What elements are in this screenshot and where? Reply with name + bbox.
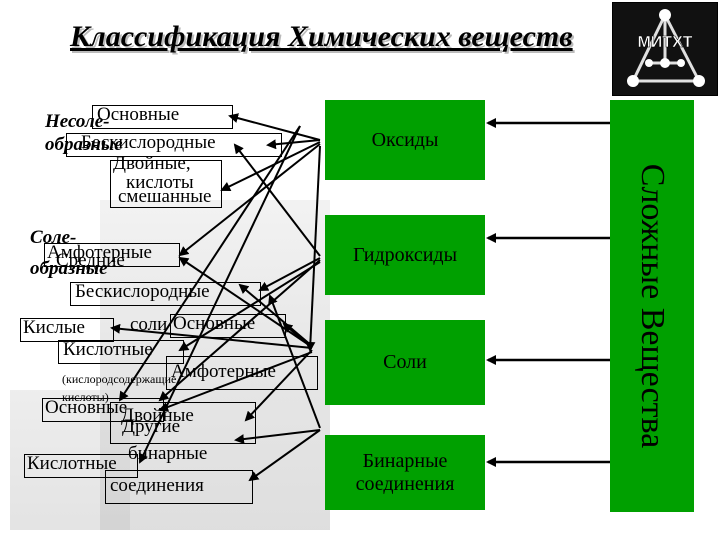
label-mixed: смешанные xyxy=(118,186,212,207)
box-oxygen-free: Бескислородные xyxy=(70,282,261,306)
label-nonsalt-1: Несоле- xyxy=(45,111,110,132)
side-panel xyxy=(610,100,694,512)
logo: МИТХТ xyxy=(612,2,718,96)
label-oxygen-containing: (кислородсодержащие xyxy=(62,372,177,386)
label-salt-1: Соле- xyxy=(30,227,77,248)
box-compounds: соединения xyxy=(105,470,253,504)
label-other: Другие xyxy=(122,416,181,437)
category-hydroxides: Гидроксиды xyxy=(325,215,485,295)
category-oxides: Оксиды xyxy=(325,100,485,180)
logo-emblem: МИТХТ xyxy=(627,9,705,87)
box-acidic-hydroxides: Кислотные xyxy=(58,340,184,364)
label-salt-2: образные xyxy=(30,258,108,279)
page-title: Классификация Химических веществ xyxy=(70,20,573,53)
box-oxygen-free-acids: Бескислородные xyxy=(66,133,282,157)
category-salts: Соли xyxy=(325,320,485,405)
label-double: Двойные, xyxy=(113,153,191,174)
box-double-salts: Двойные xyxy=(110,402,256,444)
label-acids: кислоты xyxy=(126,172,194,193)
label-acids-small: кислоты) xyxy=(62,390,109,404)
label-medium-salts: Средние xyxy=(56,250,125,271)
label-salts: соли xyxy=(130,314,168,335)
logo-text: МИТХТ xyxy=(637,34,692,51)
label-nonsalt-2: образные xyxy=(45,134,123,155)
category-binary: Бинарные соединения xyxy=(325,435,485,510)
box-acidic-oxides: Кислотные xyxy=(24,454,138,478)
